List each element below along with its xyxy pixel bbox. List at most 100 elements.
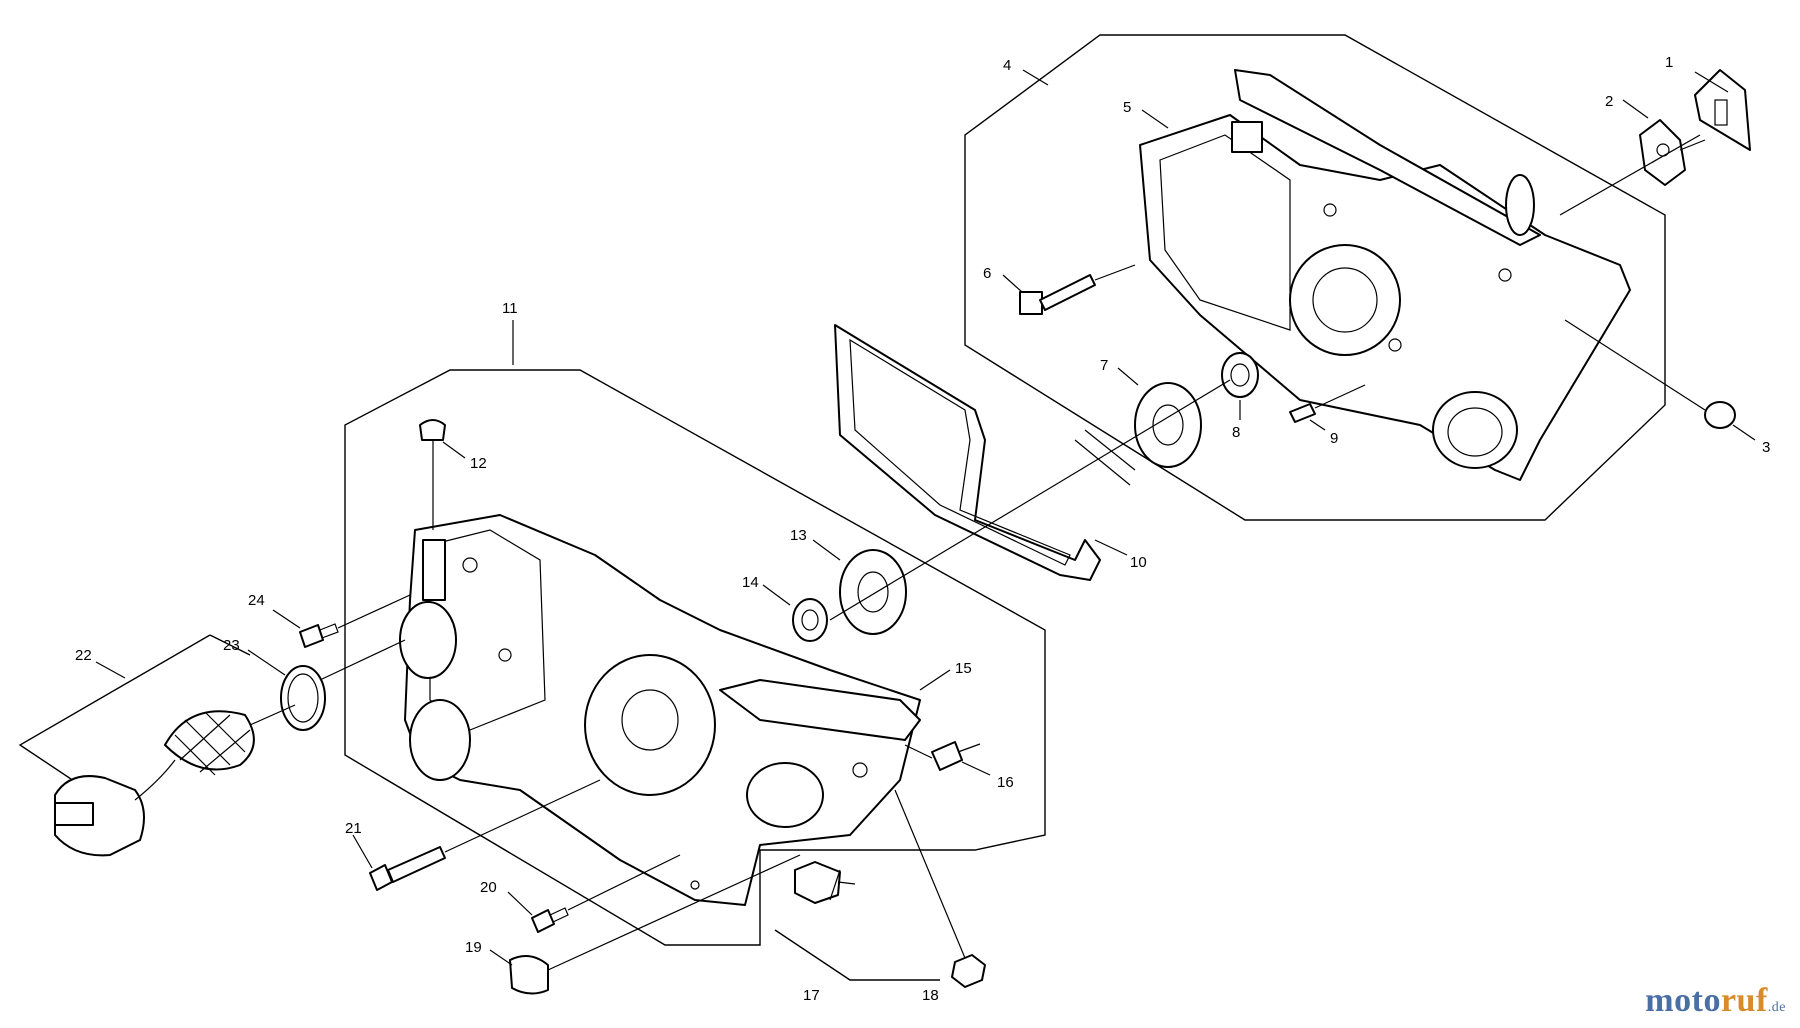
group-outline-left-crankcase	[344, 369, 1046, 946]
part-18-nut	[951, 954, 986, 988]
callout-10: 10	[1130, 554, 1147, 571]
axis-line-valve-17	[829, 869, 841, 901]
part-7-bearing-inner	[1152, 404, 1184, 446]
group-outline-right-crankcase	[964, 34, 1666, 521]
axis-line-bolt-21	[444, 779, 601, 853]
part-22-fuel-cap-grip	[54, 802, 94, 826]
part-21-bolt-shank	[387, 846, 446, 883]
part-2-bracket	[1639, 119, 1686, 186]
part-22-retainer-chain	[134, 759, 176, 801]
left-crankcase-flange	[719, 679, 921, 741]
right-crankcase-bearing-seat-inner	[1312, 267, 1378, 333]
axis-line-plug	[1564, 319, 1706, 411]
axis-line-fitting-16	[904, 744, 933, 759]
callout-24: 24	[248, 592, 265, 609]
callout-9: 9	[1330, 430, 1338, 447]
part-16-fitting	[931, 741, 963, 771]
part-19-grommet	[509, 955, 549, 995]
right-crankcase-cylinder-port-inner	[1447, 407, 1503, 457]
callout-17: 17	[803, 987, 820, 1004]
left-crankcase-bearing-seat-inner	[621, 689, 679, 751]
group-bracket-17	[774, 929, 940, 981]
callout-2: 2	[1605, 93, 1613, 110]
left-crankcase-hole-a	[462, 557, 478, 573]
callout-19: 19	[465, 939, 482, 956]
right-crankcase-inner-wall	[1159, 134, 1291, 331]
callout-6: 6	[983, 265, 991, 282]
left-crankcase-hole-d	[690, 880, 700, 890]
callout-20: 20	[480, 879, 497, 896]
group-bracket-22-b	[209, 634, 251, 656]
left-crankcase-tab	[422, 539, 446, 601]
axis-line-strainer	[249, 704, 296, 726]
part-22-fuel-cap	[54, 775, 145, 857]
gasket-inner	[849, 338, 1071, 566]
leader-lines	[95, 69, 1756, 966]
callout-14: 14	[742, 574, 759, 591]
part-13-bearing	[839, 549, 907, 635]
watermark-suffix: .de	[1767, 1000, 1786, 1015]
right-crankcase-cylinder-port	[1432, 391, 1518, 469]
axis-line-pin-9	[1314, 384, 1366, 409]
watermark-logo: motoruf.de	[1645, 982, 1786, 1020]
right-crankcase-slot	[1505, 174, 1535, 236]
callout-15: 15	[955, 660, 972, 677]
callout-4: 4	[1003, 57, 1011, 74]
callout-1: 1	[1665, 54, 1673, 71]
part-8-seal-inner	[1230, 363, 1250, 387]
part-3-plug	[1704, 401, 1736, 429]
part-23-o-ring-inner	[287, 673, 319, 723]
callout-8: 8	[1232, 424, 1240, 441]
part-16-fitting-nipple	[957, 743, 981, 753]
gasket	[834, 324, 1101, 581]
right-crankcase-mount-block	[1231, 121, 1263, 153]
left-crankcase-lower-neck	[409, 699, 471, 781]
part-22-strainer-mesh	[174, 711, 251, 776]
watermark-part-1: moto	[1645, 982, 1721, 1019]
callout-16: 16	[997, 774, 1014, 791]
callout-7: 7	[1100, 357, 1108, 374]
part-20-screw-thread	[549, 907, 569, 923]
part-6-screw-shank	[1039, 274, 1096, 311]
callout-18: 18	[922, 987, 939, 1004]
left-crankcase-cylinder-port	[746, 762, 824, 828]
callout-21: 21	[345, 820, 362, 837]
axis-line-screw-6	[1094, 264, 1136, 281]
callout-12: 12	[470, 455, 487, 472]
callout-3: 3	[1762, 439, 1770, 456]
axis-line-nut-18	[894, 789, 966, 959]
part-24-screw	[299, 624, 324, 648]
right-crankcase-top-flange	[1234, 69, 1541, 246]
part-17-valve-stem	[837, 881, 856, 885]
part-17-valve	[794, 861, 841, 904]
callout-5: 5	[1123, 99, 1131, 116]
part-13-bearing-inner	[857, 571, 889, 613]
part-8-seal	[1221, 352, 1259, 398]
axis-line-screw-20	[567, 854, 681, 911]
group-bracket-22	[18, 634, 211, 786]
gasket-tab-b	[1084, 429, 1136, 471]
callout-11: 11	[502, 300, 518, 317]
left-crankcase-tank-wall	[429, 529, 546, 731]
part-14-seal-inner	[801, 609, 819, 631]
left-crankcase-bearing-seat	[584, 654, 716, 796]
right-crankcase-bearing-seat	[1289, 244, 1401, 356]
part-24-screw-thread	[319, 623, 339, 639]
left-crankcase-hole-c	[852, 762, 868, 778]
part-1-cover-slot	[1714, 99, 1728, 126]
left-crankcase-hole-b	[498, 648, 512, 662]
part-1-cover-plate	[1694, 69, 1751, 151]
callout-13: 13	[790, 527, 807, 544]
right-crankcase-hole-c	[1498, 268, 1512, 282]
part-14-seal	[792, 598, 828, 642]
part-2-pin	[1679, 139, 1706, 151]
part-20-screw	[531, 909, 555, 933]
axis-line-oring-23	[319, 639, 406, 681]
axis-line-screw-24	[337, 594, 411, 629]
callout-22: 22	[75, 647, 92, 664]
part-9-pin	[1289, 403, 1316, 423]
watermark-part-2: ruf	[1720, 982, 1768, 1019]
axis-line-seals	[829, 379, 1231, 621]
part-12-screw	[419, 419, 446, 441]
